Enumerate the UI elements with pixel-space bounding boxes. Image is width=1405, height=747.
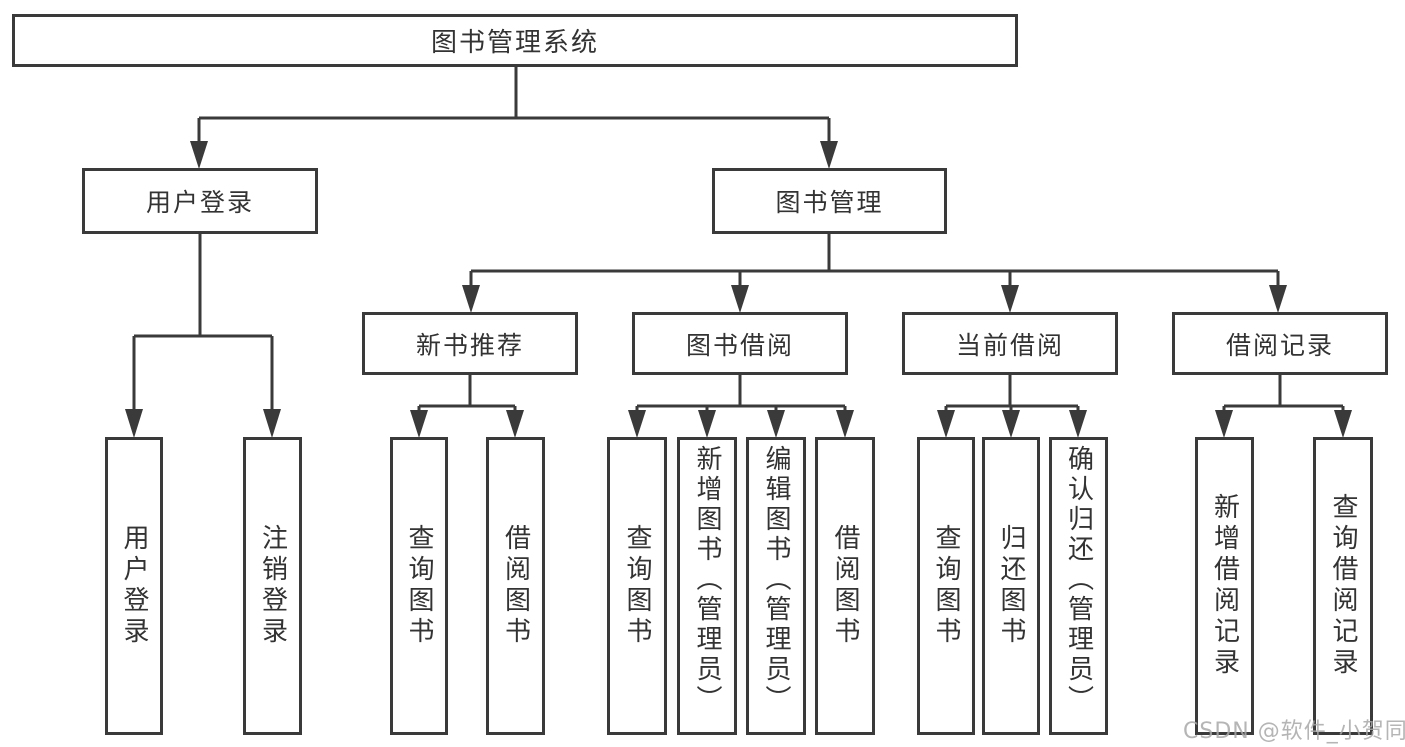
node-label: 图书借阅: [685, 330, 794, 360]
node-label: 用户登录: [119, 524, 149, 648]
connector-book-mgmt-to-level3: [462, 234, 1287, 313]
leaf-borrow-books: 借阅图书: [815, 437, 875, 735]
leaf-query-books-current: 查询图书: [917, 437, 975, 735]
node-label: 当前借阅: [955, 330, 1064, 360]
node-new-book-recommend: 新书推荐: [362, 312, 578, 375]
node-label: 新增借阅记录: [1209, 493, 1240, 679]
connector-current-borrow-to-leaves: [937, 375, 1087, 438]
connector-book-borrow-to-leaves: [628, 375, 854, 438]
leaf-borrow-books-recommend: 借阅图书: [486, 437, 545, 735]
node-label: 新书推荐: [415, 330, 524, 360]
leaf-confirm-return-admin: 确认归还（管理员）: [1049, 437, 1108, 735]
node-current-borrow: 当前借阅: [902, 312, 1118, 375]
node-label: 归还图书: [996, 524, 1026, 648]
node-label: 编辑图书（管理员）: [761, 445, 791, 715]
node-label: 借阅图书: [500, 524, 531, 648]
node-label: 确认归还（管理员）: [1063, 445, 1094, 715]
node-label: 查询图书: [622, 524, 652, 648]
leaf-edit-books-admin: 编辑图书（管理员）: [746, 437, 806, 735]
leaf-query-books-borrow: 查询图书: [607, 437, 667, 735]
node-book-management: 图书管理: [712, 168, 947, 234]
node-book-borrow: 图书借阅: [632, 312, 848, 375]
leaf-logout: 注销登录: [243, 437, 302, 735]
node-label: 查询图书: [404, 524, 434, 648]
connector-user-login-to-leaves: [125, 234, 281, 438]
node-label: 图书管理: [775, 188, 884, 217]
leaf-add-borrow-record: 新增借阅记录: [1195, 437, 1254, 735]
connector-records-to-leaves: [1215, 375, 1352, 438]
node-borrow-records: 借阅记录: [1172, 312, 1388, 375]
csdn-watermark: CSDN @软件_小贺同学: [1183, 719, 1405, 744]
node-label: 注销登录: [257, 524, 288, 648]
leaf-query-books-recommend: 查询图书: [390, 437, 448, 735]
node-user-login: 用户登录: [82, 168, 318, 234]
leaf-return-books: 归还图书: [982, 437, 1040, 735]
node-label: 借阅图书: [830, 524, 860, 648]
node-library-system-root: 图书管理系统: [12, 14, 1018, 67]
node-label: 用户登录: [145, 188, 254, 217]
node-label: 查询图书: [931, 524, 961, 648]
leaf-query-borrow-record: 查询借阅记录: [1313, 437, 1373, 735]
node-label: 借阅记录: [1225, 330, 1334, 360]
node-label: 新增图书（管理员）: [692, 445, 722, 715]
connector-new-book-to-leaves: [410, 375, 524, 438]
node-label: 图书管理系统: [430, 28, 599, 58]
leaf-add-books-admin: 新增图书（管理员）: [677, 437, 737, 735]
connector-root-to-level2: [190, 67, 838, 169]
node-label: 查询借阅记录: [1328, 493, 1358, 679]
leaf-user-login: 用户登录: [105, 437, 163, 735]
